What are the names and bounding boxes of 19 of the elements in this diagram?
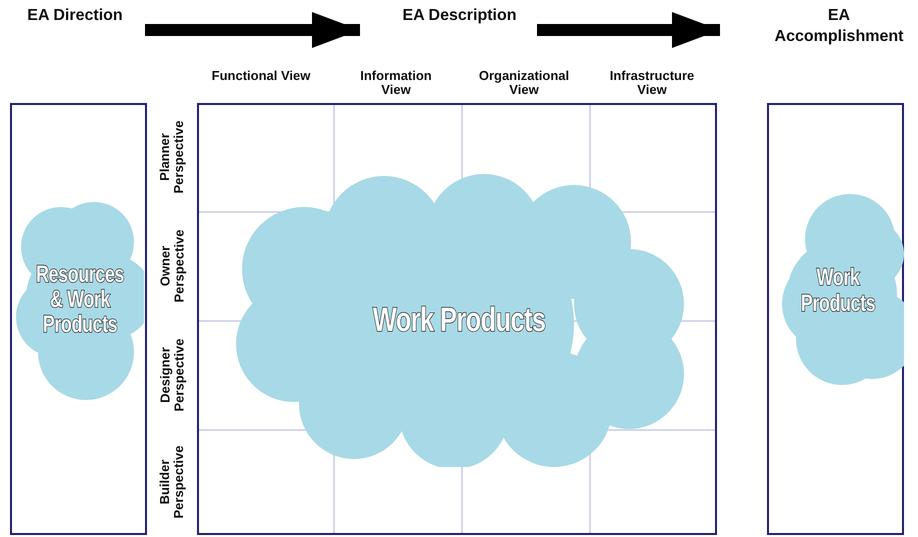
stage-heading: EA Description xyxy=(402,6,517,27)
row-header: Builder Perspective xyxy=(158,444,187,520)
column-header: Infrastructure View xyxy=(608,69,696,96)
column-header: Information View xyxy=(359,69,433,96)
row-header: Designer Perspective xyxy=(158,337,188,413)
column-header: Organizational View xyxy=(478,69,570,96)
stage-heading: EA Accomplishment xyxy=(762,6,916,48)
cloud-label: Resources & Work Products xyxy=(35,262,125,338)
panel-box xyxy=(10,103,147,535)
cloud-label: Work Products xyxy=(800,265,876,316)
panel-box xyxy=(197,103,717,535)
column-header: Functional View xyxy=(211,69,311,83)
cloud-label: Work Products xyxy=(372,302,546,338)
arrow xyxy=(537,12,720,48)
panel-box xyxy=(767,103,904,535)
row-header: Owner Perspective xyxy=(158,228,188,304)
arrow xyxy=(145,12,360,48)
row-header: Planner Perspective xyxy=(158,120,187,196)
stage-heading: EA Direction xyxy=(25,6,125,27)
